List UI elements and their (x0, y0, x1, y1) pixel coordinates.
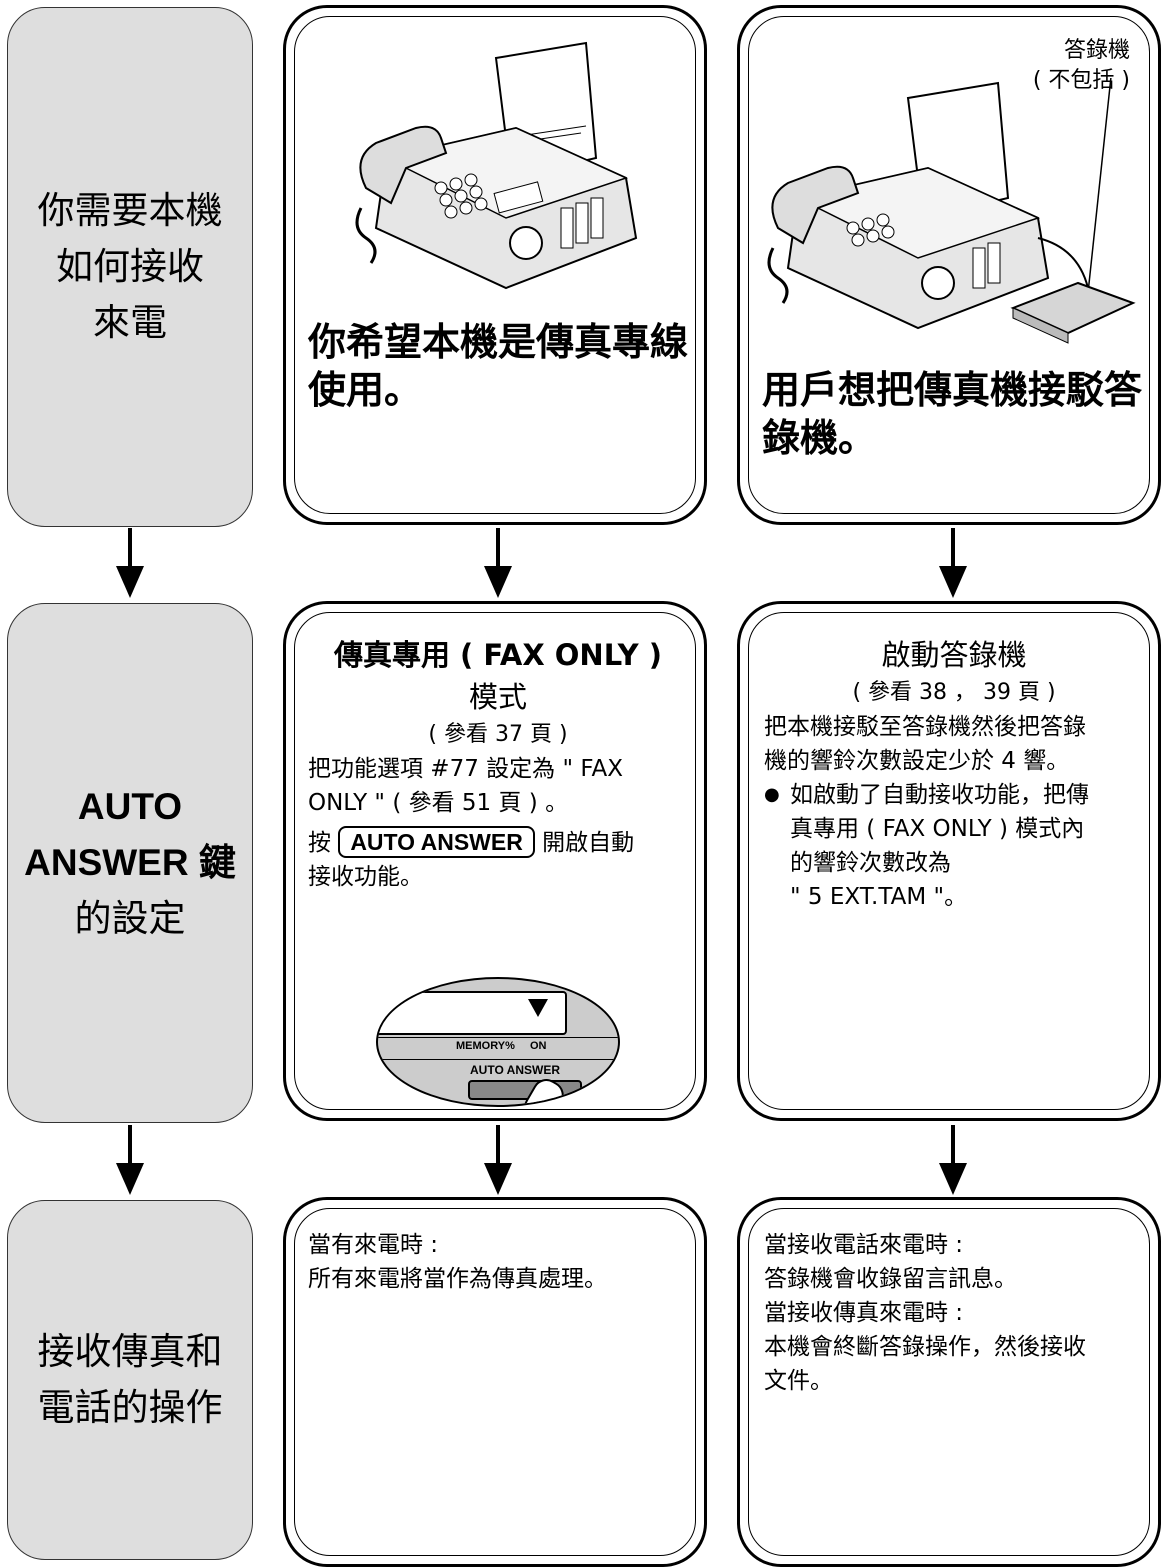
row-label-operation: 接收傳真和 電話的操作 (7, 1200, 253, 1560)
down-arrow-icon (484, 1125, 512, 1195)
down-arrow-icon (939, 1125, 967, 1195)
memory-label: MEMORY% (456, 1040, 515, 1052)
fax-only-situation-box: 你希望本機是傳真專線 使用。 (283, 5, 707, 525)
setting-line: 機的響鈴次數設定少於 4 響。 (764, 748, 1070, 774)
auto-answer-label: AUTO ANSWER (470, 1063, 560, 1077)
setting-title: 傳真專用 ( FAX ONLY ) (333, 638, 663, 672)
row-label-line: 來電 (93, 301, 167, 344)
row-label-line: 的設定 (74, 898, 186, 939)
setting-ref: ( 參看 37 頁 ) (428, 722, 568, 747)
tam-situation-text: 用戶想把傳真機接駁答 錄機。 (762, 368, 1143, 460)
setting-title-2: 模式 (468, 680, 527, 714)
down-arrow-icon (939, 528, 967, 598)
row-label-line: 接收傳真和 (37, 1330, 223, 1373)
down-arrow-icon (484, 528, 512, 598)
tam-setting-content: 啟動答錄機 ( 參看 38 ， 39 頁 ) 把本機接駁至答錄機然後把答錄 機的… (764, 634, 1144, 914)
setting-line: ONLY " ( 參看 51 頁 ) 。 (308, 790, 569, 816)
fax-machine-illustration (355, 41, 638, 290)
tam-operation-text: 當接收電話來電時 : 答錄機會收錄留言訊息。 當接收傳真來電時 : 本機會終斷答… (764, 1232, 1086, 1394)
tam-callout-label: 答錄機 ( 不包括 ) (1032, 38, 1130, 93)
fax-only-setting-content: 傳真專用 ( FAX ONLY ) 模式 ( 參看 37 頁 ) 把功能選項 #… (308, 634, 688, 894)
on-label: ON (530, 1040, 547, 1052)
tam-setting-box: 啟動答錄機 ( 參看 38 ， 39 頁 ) 把本機接駁至答錄機然後把答錄 機的… (737, 601, 1161, 1121)
row-label-auto-answer: AUTO ANSWER 鍵 的設定 (7, 603, 253, 1123)
bullet-note: 如啟動了自動接收功能，把傳 真專用 ( FAX ONLY ) 模式內 的響鈴次數… (764, 778, 1144, 914)
row-label-receive-method: 你需要本機 如何接收 來電 (7, 7, 253, 527)
setting-line: 按 AUTO ANSWER 開啟自動 (308, 826, 688, 860)
setting-ref: ( 參看 38 ， 39 頁 ) (852, 680, 1056, 705)
tam-situation-box: 答錄機 ( 不包括 ) 用戶想把傳真機接駁答 錄機。 (737, 5, 1161, 525)
fax-only-situation-text: 你希望本機是傳真專線 使用。 (308, 320, 689, 412)
row-label-line: 你需要本機 (37, 189, 223, 232)
row-label-line: 如何接收 (56, 245, 204, 288)
auto-answer-button[interactable] (468, 1080, 582, 1100)
fax-only-operation-box: 當有來電時 : 所有來電將當作為傳真處理。 (283, 1197, 707, 1567)
triangle-icon (528, 999, 548, 1017)
fax-only-operation-text: 當有來電時 : 所有來電將當作為傳真處理。 (308, 1232, 607, 1292)
auto-answer-key: AUTO ANSWER (338, 826, 535, 858)
row-label-line: 電話的操作 (37, 1386, 223, 1429)
down-arrow-icon (116, 1125, 144, 1195)
tam-operation-box: 當接收電話來電時 : 答錄機會收錄留言訊息。 當接收傳真來電時 : 本機會終斷答… (737, 1197, 1161, 1567)
fax-only-setting-box: 傳真專用 ( FAX ONLY ) 模式 ( 參看 37 頁 ) 把功能選項 #… (283, 601, 707, 1121)
setting-line: 把功能選項 #77 設定為 " FAX (308, 756, 623, 782)
setting-line: 接收功能。 (308, 864, 423, 890)
setting-title: 啟動答錄機 (881, 638, 1027, 672)
control-panel-closeup: MEMORY% ON AUTO ANSWER (376, 977, 620, 1107)
down-arrow-icon (116, 528, 144, 598)
row-label-line: AUTO (77, 786, 183, 827)
setting-line: 把本機接駁至答錄機然後把答錄 (764, 714, 1086, 740)
fax-with-answering-machine-illustration (767, 78, 1136, 344)
row-label-line: ANSWER 鍵 (24, 842, 236, 883)
